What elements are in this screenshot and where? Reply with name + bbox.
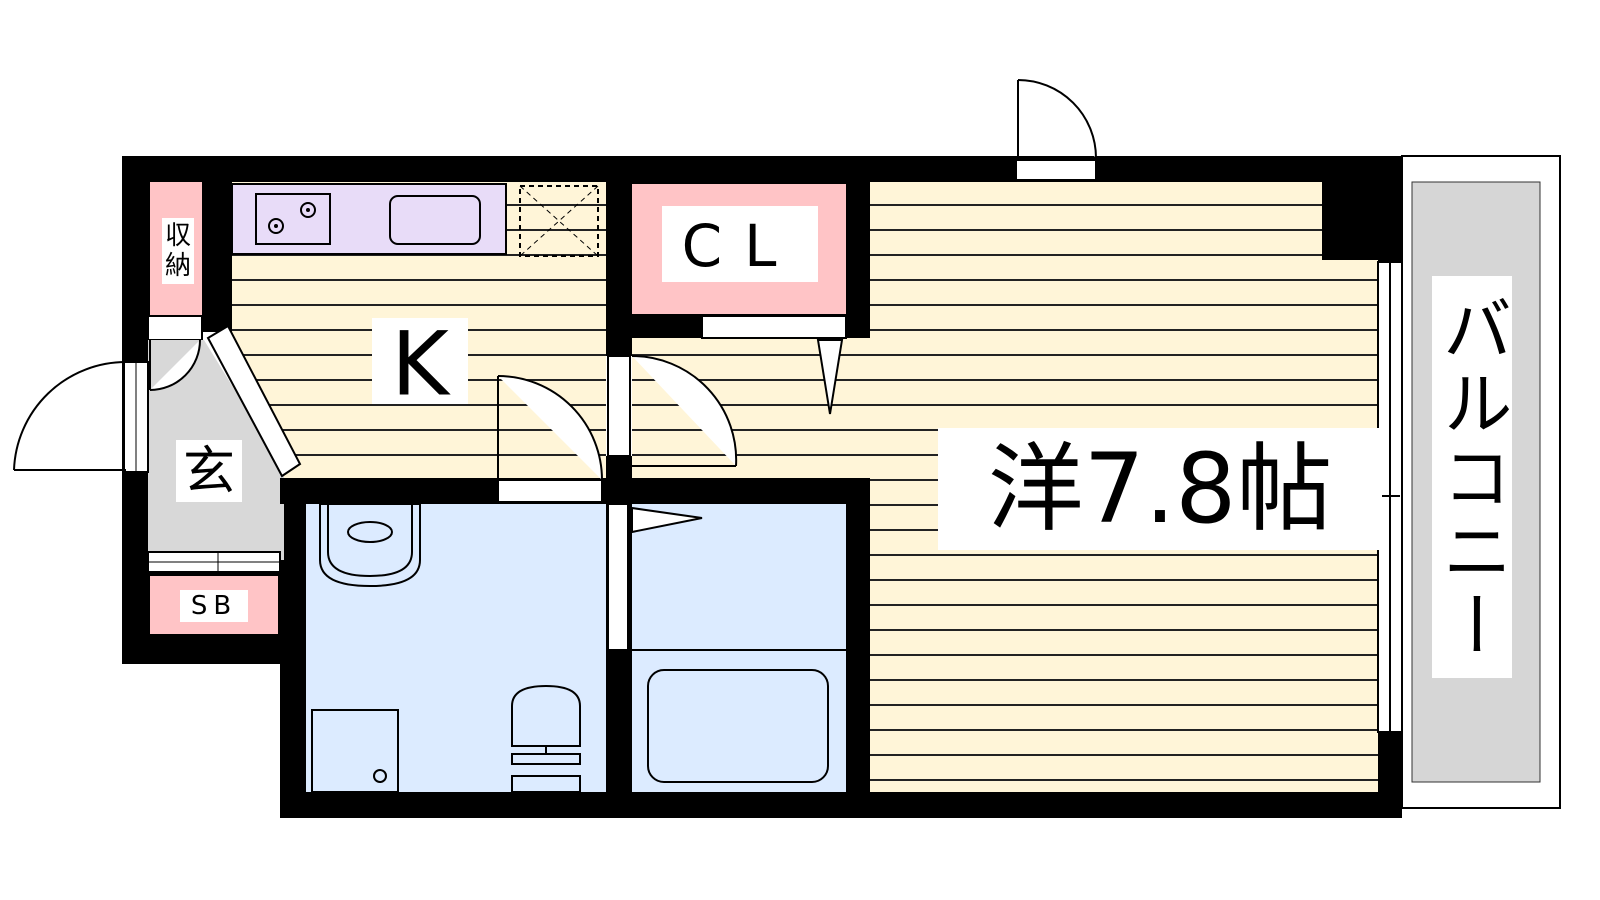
- washbasin-icon: [319, 503, 421, 588]
- bathroom: [606, 470, 870, 792]
- top-door: [1015, 79, 1097, 181]
- sink-icon: [389, 195, 481, 245]
- toilet-icon: [511, 684, 581, 793]
- kitchen-label: K: [391, 313, 451, 416]
- entrance-door: [13, 361, 149, 473]
- washroom-door: [497, 375, 603, 503]
- storage-label-bottom: 納: [165, 251, 191, 281]
- balcony: [1401, 155, 1561, 809]
- washing-machine-pan-icon: [311, 709, 399, 793]
- storage-label-top: 収: [165, 221, 191, 251]
- closet-label: CL: [682, 212, 799, 280]
- closet: [606, 182, 870, 415]
- main-room-door: [607, 354, 738, 467]
- entrance-label: 玄: [183, 442, 235, 502]
- shoe-box-label: SB: [191, 591, 237, 621]
- interior-walls: [606, 182, 632, 486]
- entrance: [147, 315, 302, 638]
- bathtub-icon: [647, 669, 829, 783]
- fridge-space-icon: [519, 185, 599, 257]
- stove-icon: [255, 193, 331, 245]
- main-room-label: 洋7.8帖: [988, 433, 1333, 545]
- balcony-label: バルコニー: [1431, 293, 1513, 663]
